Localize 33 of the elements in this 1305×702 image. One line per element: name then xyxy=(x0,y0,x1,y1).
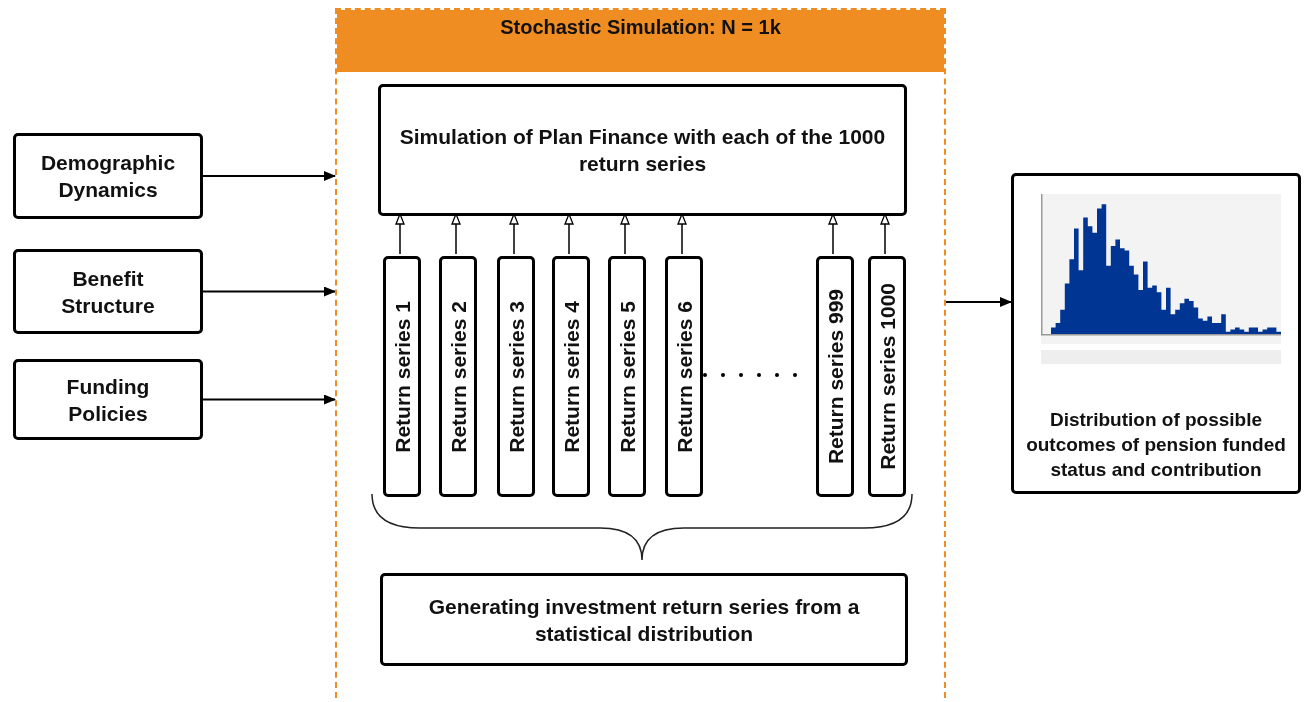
node-label: Return series 5 xyxy=(614,300,640,453)
node-label: Return series 2 xyxy=(445,300,471,453)
return-series-box xyxy=(608,256,646,497)
node-label: Generating investment return series from a statistical distribution xyxy=(427,593,861,647)
node-label: Benefit Structure xyxy=(60,265,156,319)
node-label: Return series 6 xyxy=(671,300,697,453)
result-box xyxy=(1011,173,1301,494)
node-label: Return series 4 xyxy=(558,300,584,453)
arrow xyxy=(202,394,336,405)
return-series-box xyxy=(665,256,703,497)
node-label: Return series 3 xyxy=(503,300,529,453)
return-series-box xyxy=(868,256,906,497)
node-label: Return series 999 xyxy=(822,288,848,465)
arrow xyxy=(202,286,336,297)
node-label: Return series 1 xyxy=(389,300,415,453)
return-series-box xyxy=(816,256,854,497)
process-box xyxy=(380,573,908,666)
node-label: Funding Policies xyxy=(65,373,151,427)
node-label: Demographic Dynamics xyxy=(39,150,177,203)
process-box xyxy=(13,359,203,440)
return-series-box xyxy=(497,256,535,497)
process-box xyxy=(378,84,907,216)
return-series-box xyxy=(383,256,421,497)
return-series-box xyxy=(552,256,590,497)
node-label: Return series 1000 xyxy=(874,283,900,470)
process-box xyxy=(13,249,203,334)
arrow xyxy=(202,171,336,181)
return-series-box xyxy=(439,256,477,497)
node-label: Distribution of possible outcomes of pension funded status and contribution xyxy=(1025,408,1287,482)
process-box xyxy=(13,133,203,219)
node-label: Stochastic Simulation: N = 1k xyxy=(500,15,781,40)
arrow xyxy=(945,297,1012,307)
node-label: Simulation of Plan Finance with each of the 1000 return series xyxy=(398,124,887,177)
